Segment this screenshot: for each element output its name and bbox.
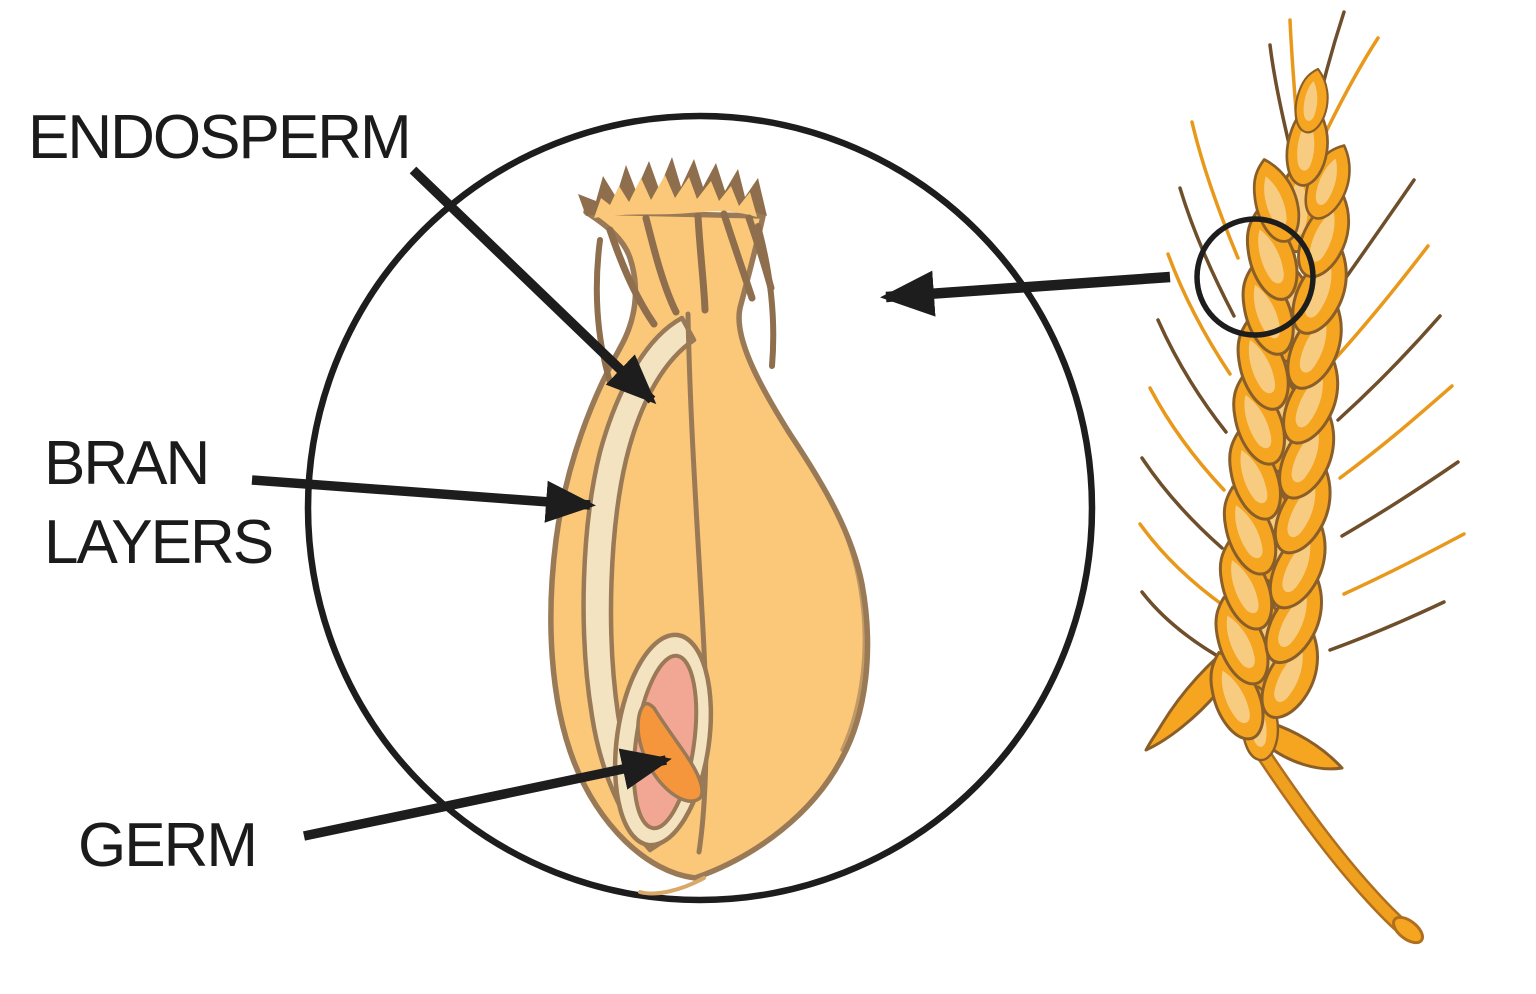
callout-arrows: [251, 166, 672, 841]
bran-layers-arrow: [251, 475, 596, 523]
germ-arrow: [303, 748, 672, 841]
brush-streak: [720, 210, 756, 302]
neck-streak: [755, 223, 777, 369]
endosperm-arrow: [409, 166, 657, 405]
awn-line: [1328, 600, 1446, 652]
basal-leaf: [1266, 720, 1344, 771]
kernel-right-crease: [796, 444, 867, 752]
ear-to-kernel-arrow: [880, 270, 1171, 317]
awn-line: [1140, 456, 1224, 550]
wheat-kernel-illustration: [548, 157, 871, 896]
awn-line: [1340, 460, 1460, 538]
stem: [1256, 746, 1414, 938]
kernel-brush-gold: [594, 175, 757, 218]
brush-streak: [606, 226, 658, 328]
kernel-cut-line: [685, 311, 709, 855]
kernel-tip-wisp: [638, 876, 706, 896]
bran-layers-label-line1: BRAN: [44, 429, 210, 498]
brush-streak: [694, 212, 709, 314]
endosperm-label: ENDOSPERM: [28, 103, 412, 172]
awn-line: [1336, 314, 1442, 422]
brush-streak: [642, 214, 680, 316]
awn-line: [1190, 120, 1240, 260]
awn-line: [1338, 384, 1454, 480]
stem-cut-end: [1392, 915, 1424, 945]
wheat-ear-illustration: [1138, 10, 1466, 945]
awn-line: [1342, 532, 1466, 596]
magnifier-circle: [304, 112, 1096, 904]
awn-line: [1156, 318, 1228, 434]
awn-line: [1178, 186, 1236, 318]
awn-line: [1166, 252, 1232, 376]
awn-line: [1148, 386, 1226, 492]
ear-highlight-circle: [1194, 216, 1316, 338]
bran-layers-label-line2: LAYERS: [44, 508, 274, 578]
neck-streak: [593, 237, 613, 385]
awn-line: [1332, 244, 1430, 362]
awn-line: [1138, 522, 1226, 608]
germ-label: GERM: [78, 811, 258, 880]
bran-layers-label: BRAN LAYERS: [44, 424, 274, 583]
